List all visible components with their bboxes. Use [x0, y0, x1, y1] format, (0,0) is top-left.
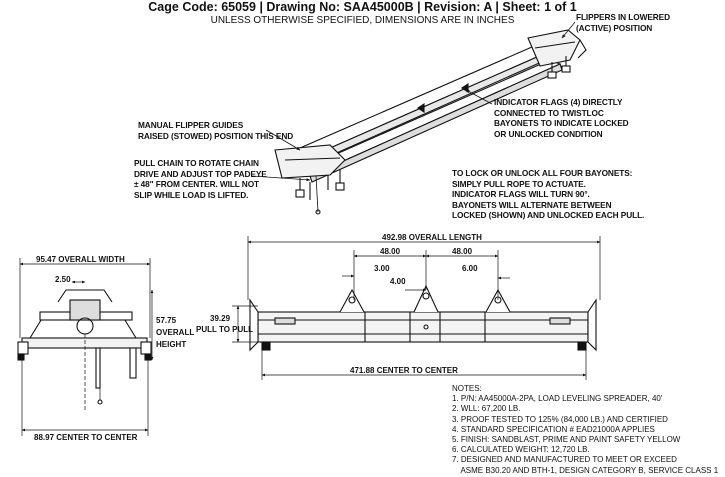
- dimension-units-note: UNLESS OTHERWISE SPECIFIED, DIMENSIONS A…: [210, 15, 515, 26]
- dim-2-50: 2.50: [55, 275, 71, 284]
- notes-block: NOTES: 1. P/N: AA45000A-2PA, LOAD LEVELI…: [452, 384, 718, 476]
- callout-leaders: [251, 21, 576, 182]
- note-item: 1. P/N: AA45000A-2PA, LOAD LEVELING SPRE…: [452, 394, 663, 404]
- end-view-dimensions: [19, 258, 154, 436]
- dim-overall-height-value: 57.75: [156, 316, 177, 325]
- callout-indicator-flags: INDICATOR FLAGS (4) DIRECTLY CONNECTED T…: [494, 97, 629, 139]
- dim-side-center-to-center: 471.88 CENTER TO CENTER: [350, 366, 458, 375]
- note-item: 7. DESIGNED AND MANUFACTURED TO MEET OR …: [452, 455, 677, 465]
- note-item: 5. FINISH: SANDBLAST, PRIME AND PAINT SA…: [452, 435, 681, 445]
- callout-flippers-lowered: FLIPPERS IN LOWERED (ACTIVE) POSITION: [576, 12, 670, 33]
- dim-3-00: 3.00: [374, 264, 390, 273]
- dim-overall-height-label1: OVERALL: [156, 328, 194, 337]
- note-item: ASME B30.20 AND BTH-1, DESIGN CATEGORY B…: [452, 465, 719, 475]
- dim-overall-width: 95.47 OVERALL WIDTH: [36, 255, 125, 264]
- end-view: [17, 289, 152, 410]
- dim-pull-to-pull-value: 39.29: [210, 314, 231, 323]
- note-item: 3. PROOF TESTED TO 125% (84,000 LB.) AND…: [452, 414, 668, 424]
- dim-48-left: 48.00: [380, 247, 401, 256]
- note-item: 2. WLL: 67,200 LB.: [452, 404, 521, 414]
- note-item: 6. CALCULATED WEIGHT: 12,720 LB.: [452, 445, 590, 455]
- notes-heading: NOTES:: [452, 384, 482, 393]
- side-view-dimensions: [232, 236, 601, 380]
- dim-48-right: 48.00: [452, 247, 473, 256]
- drawing-title: Cage Code: 65059 | Drawing No: SAA45000B…: [148, 0, 577, 14]
- dim-end-center-to-center: 88.97 CENTER TO CENTER: [34, 433, 138, 442]
- dim-pull-to-pull-label: PULL TO PULL: [196, 325, 253, 334]
- note-item: 4. STANDARD SPECIFICATION # EAD21000A AP…: [452, 424, 655, 434]
- callout-lock-unlock: TO LOCK OR UNLOCK ALL FOUR BAYONETS: SIM…: [452, 168, 645, 220]
- callout-manual-flipper-guides: MANUAL FLIPPER GUIDES RAISED (STOWED) PO…: [138, 120, 294, 141]
- dim-4-00: 4.00: [390, 277, 406, 286]
- dim-overall-height-label2: HEIGHT: [156, 340, 186, 349]
- dim-overall-length: 492.98 OVERALL LENGTH: [382, 233, 482, 242]
- side-view: [249, 284, 597, 352]
- callout-pull-chain: PULL CHAIN TO ROTATE CHAIN DRIVE AND ADJ…: [134, 158, 267, 200]
- dim-6-00: 6.00: [462, 264, 478, 273]
- isometric-spreader-view: [274, 29, 587, 215]
